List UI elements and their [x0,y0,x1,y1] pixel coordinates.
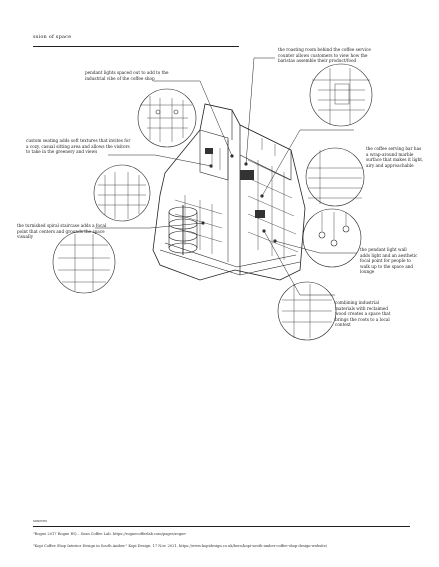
note-pendant-focal: the pendant light wall adds light and an… [360,247,418,275]
footnote-2: "Kopi Coffee Shop Interior Design in Sou… [33,544,328,548]
sources-rule [33,526,410,527]
title-rule [33,46,239,47]
note-pendant-lights: pendant lights spaced out to add to the … [85,70,169,81]
detail-bubble-pendant-lights [137,88,197,148]
detail-bubble-roasting-room [309,63,373,127]
detail-bubble-materials [277,281,337,341]
footnote-1: "Rogue 2017 Rogue HQ – Sean Coffee Lab. … [33,532,187,536]
note-staircase: the turnished spiral staircase adds a fo… [17,223,107,240]
note-seating: custom seating adds soft textures that i… [26,138,131,155]
building-model [152,103,306,281]
note-coffee-bar: the coffee serving bar has a wrap-around… [366,146,424,168]
sources-heading: sources [33,519,48,523]
detail-bubble-pendant-wall [302,208,362,268]
note-materials: combining industrial materials with recl… [335,300,391,328]
detail-bubble-coffee-bar [305,147,365,207]
note-roasting-room: the roasting room behind the coffee serv… [278,47,371,64]
detail-bubble-seating [93,164,151,222]
leader-lines [95,57,357,296]
detail-bubble-staircase [52,230,116,294]
page-title: ssion of space [33,34,72,40]
